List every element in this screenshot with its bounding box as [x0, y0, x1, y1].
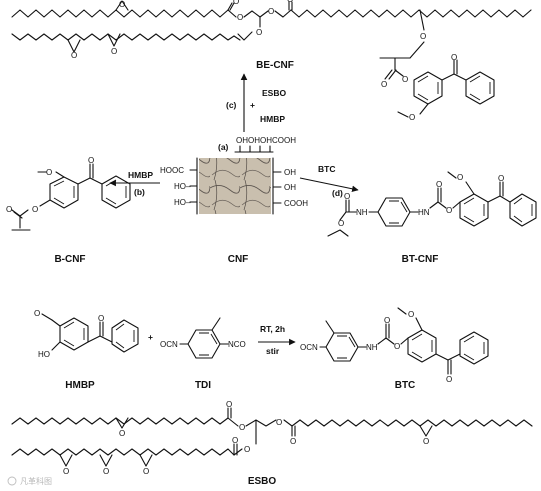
atom-o: O: [290, 437, 296, 446]
btc-nh: NH: [366, 343, 378, 352]
atom-o: O: [394, 342, 400, 351]
atom-o: O: [98, 314, 104, 323]
cnf-micrograph: [199, 158, 271, 214]
hmbp-ho: HO: [38, 350, 50, 359]
atom-o: O: [287, 0, 293, 4]
atom-o: O: [233, 0, 239, 6]
atom-nh: NH: [356, 208, 368, 217]
atom-o: O: [237, 13, 243, 22]
atom-o: O: [244, 445, 250, 454]
cnf-hooc: HOOC: [160, 166, 184, 175]
atom-o: O: [34, 309, 40, 318]
btc-structure: OCN NH O O O O: [300, 307, 489, 384]
cnf-ho: HO–: [174, 198, 191, 207]
cnf-structure: (a) OHOHOHCOOH HOOC HO– HO– OH OH COOH: [160, 136, 308, 215]
arrow-d: [299, 177, 359, 193]
condition-c-label: (c): [226, 100, 237, 110]
cnf-cooh: COOH: [284, 199, 308, 208]
atom-o: O: [451, 53, 457, 62]
hmbp-label: HMBP: [65, 380, 95, 391]
condition-rt: RT, 2h: [260, 324, 285, 334]
condition-d-reagent: BTC: [318, 164, 335, 174]
hmbp-structure: O HO O: [34, 309, 139, 359]
cnf-oh: OH: [284, 183, 296, 192]
condition-c-reagent1: ESBO: [262, 88, 286, 98]
condition-b-reagent: HMBP: [128, 170, 153, 180]
atom-o: O: [88, 156, 94, 165]
atom-o: O: [381, 80, 387, 89]
condition-c-plus: +: [250, 100, 255, 110]
atom-o: O: [344, 192, 350, 201]
atom-o: O: [63, 467, 69, 476]
b-cnf-structure: O O O O: [6, 156, 131, 231]
cnf-ho: HO–: [174, 182, 191, 191]
atom-o: O: [46, 168, 52, 177]
atom-o: O: [232, 436, 238, 445]
tdi-structure: OCN NCO: [160, 317, 246, 359]
condition-c-reagent2: HMBP: [260, 114, 285, 124]
atom-hn: HN: [418, 208, 430, 217]
bt-cnf-structure: O O NH HN O O O O: [327, 171, 537, 237]
bt-cnf-label: BT-CNF: [402, 254, 439, 265]
condition-b-label: (b): [134, 187, 145, 197]
atom-o: O: [119, 0, 125, 9]
atom-o: O: [384, 316, 390, 325]
atom-o: O: [423, 437, 429, 446]
plus-sign: +: [148, 332, 153, 342]
cnf-oh: OH: [284, 168, 296, 177]
atom-o: O: [143, 467, 149, 476]
atom-o: O: [446, 375, 452, 384]
atom-o: O: [446, 206, 452, 215]
btc-ocn: OCN: [300, 343, 318, 352]
atom-o: O: [436, 180, 442, 189]
atom-o: O: [239, 423, 245, 432]
be-cnf-label: BE-CNF: [256, 60, 294, 71]
watermark-text: 凡革科图: [20, 476, 52, 486]
atom-o: O: [256, 28, 262, 37]
btc-label: BTC: [395, 380, 416, 391]
atom-o: O: [268, 7, 274, 16]
esbo-structure: O O O O O O O O O O O: [11, 400, 533, 476]
cnf-label: CNF: [228, 254, 249, 265]
atom-o: O: [498, 174, 504, 183]
atom-o: O: [32, 205, 38, 214]
tdi-ocn: OCN: [160, 340, 178, 349]
atom-o: O: [408, 310, 414, 319]
tdi-label: TDI: [195, 380, 211, 391]
atom-o: O: [111, 47, 117, 56]
atom-o: O: [402, 75, 408, 84]
atom-o: O: [276, 418, 282, 427]
cnf-top-groups: OHOHOHCOOH: [236, 136, 296, 145]
atom-o: O: [119, 429, 125, 438]
atom-o: O: [103, 467, 109, 476]
tdi-nco: NCO: [228, 340, 246, 349]
atom-o: O: [338, 219, 344, 228]
b-cnf-label: B-CNF: [54, 254, 85, 265]
atom-o: O: [6, 205, 12, 214]
condition-stir: stir: [266, 346, 280, 356]
condition-a-label: (a): [218, 142, 229, 152]
atom-o: O: [226, 400, 232, 409]
atom-o: O: [420, 32, 426, 41]
atom-o: O: [457, 173, 463, 182]
watermark-icon: [7, 476, 17, 486]
watermark: 凡革科图: [7, 476, 52, 486]
be-cnf-structure: O O O O O O O O O O O: [11, 0, 532, 122]
atom-o: O: [71, 51, 77, 60]
atom-o: O: [409, 113, 415, 122]
esbo-label: ESBO: [248, 476, 277, 487]
condition-d-label: (d): [332, 188, 343, 198]
